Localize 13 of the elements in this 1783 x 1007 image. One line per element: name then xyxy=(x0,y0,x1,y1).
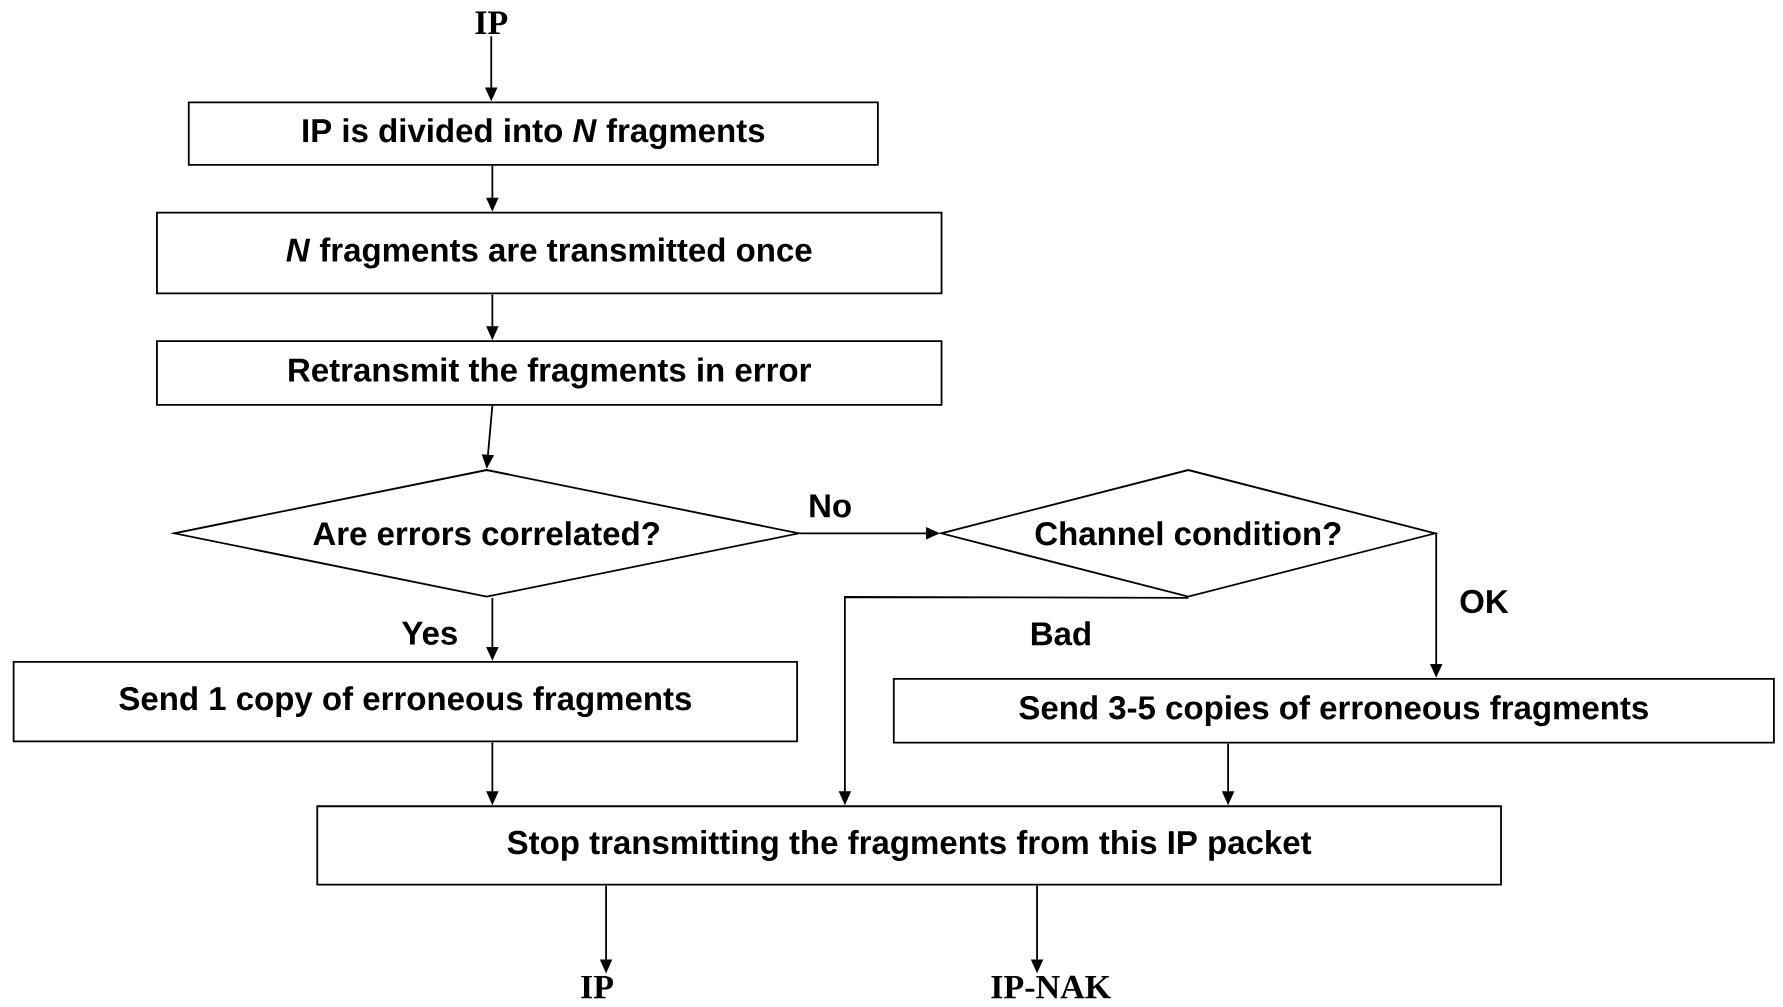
process-box: N fragments are transmitted once xyxy=(156,211,943,295)
packet-label: IP-NAK xyxy=(991,975,1111,998)
process-box: IP is divided into N fragments xyxy=(187,101,879,166)
process-box: Send 3-5 copies of erroneous fragments xyxy=(892,677,1775,744)
edge-label: No xyxy=(806,492,855,520)
process-box: Stop transmitting the fragments from this IP packet xyxy=(316,805,1502,886)
process-box: Retransmit the fragments in error xyxy=(156,340,943,406)
process-box: Send 1 copy of erroneous fragments xyxy=(12,660,799,743)
edge-label: Yes xyxy=(399,619,461,647)
edge-label: Bad xyxy=(1027,619,1095,648)
edge-label: OK xyxy=(1457,587,1511,615)
packet-label: IP xyxy=(475,11,508,34)
packet-label: IP xyxy=(581,975,613,998)
